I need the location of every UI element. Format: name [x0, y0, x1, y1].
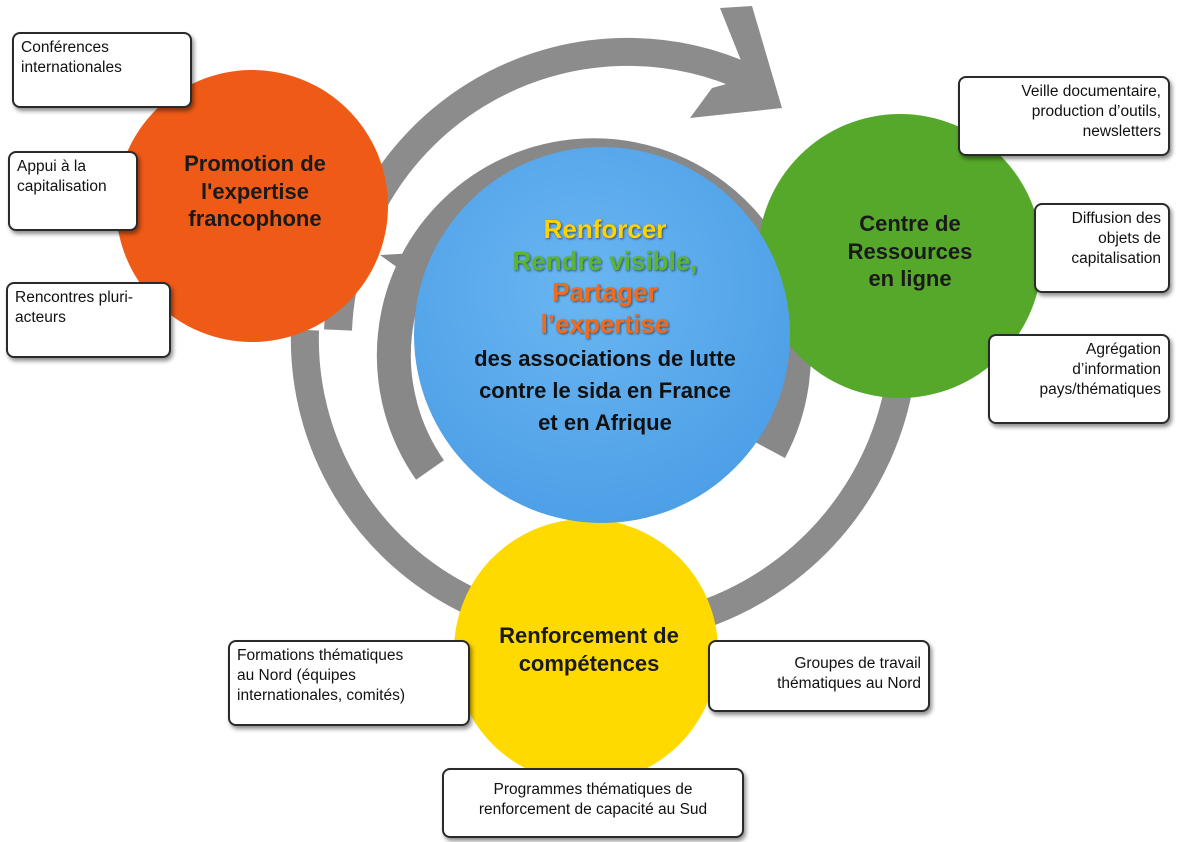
centre-ressources-label: Centre de Ressources en ligne — [847, 211, 973, 291]
outer-ring-right-arc — [705, 377, 914, 626]
renforcement-label: Renforcement de compétences — [499, 623, 679, 676]
outer-arrow-head — [690, 6, 782, 118]
promotion-circle — [116, 70, 388, 342]
keyword-partager: Partager — [552, 277, 658, 308]
box-conferences: Conférences internationales — [12, 32, 192, 108]
renforcement-circle — [454, 519, 718, 783]
box-rencontres: Rencontres pluri- acteurs — [6, 282, 171, 358]
box-veille: Veille documentaire, production d’outils… — [958, 76, 1170, 156]
keyword-expertise: l’expertise — [540, 309, 670, 340]
box-appui: Appui à la capitalisation — [8, 151, 138, 231]
center-statement: Renforcer Rendre visible, Partager l’exp… — [420, 214, 790, 439]
center-blue-circle — [414, 147, 790, 523]
outer-ring-lower-arc — [290, 329, 475, 613]
box-diffusion: Diffusion des objets de capitalisation — [1034, 203, 1170, 293]
keyword-renforcer: Renforcer — [543, 214, 667, 244]
center-description: des associations de lutte contre le sida… — [474, 345, 736, 435]
keyword-rendre-visible: Rendre visible, — [512, 245, 698, 276]
box-programmes: Programmes thématiques de renforcement d… — [442, 768, 744, 838]
box-groupes: Groupes de travail thématiques au Nord — [708, 640, 930, 712]
box-agregation: Agrégation d’information pays/thématique… — [988, 334, 1170, 424]
centre-ressources-circle — [758, 114, 1042, 398]
promotion-label: Promotion de l'expertise francophone — [184, 151, 326, 231]
box-formations: Formations thématiques au Nord (équipes … — [228, 640, 470, 726]
